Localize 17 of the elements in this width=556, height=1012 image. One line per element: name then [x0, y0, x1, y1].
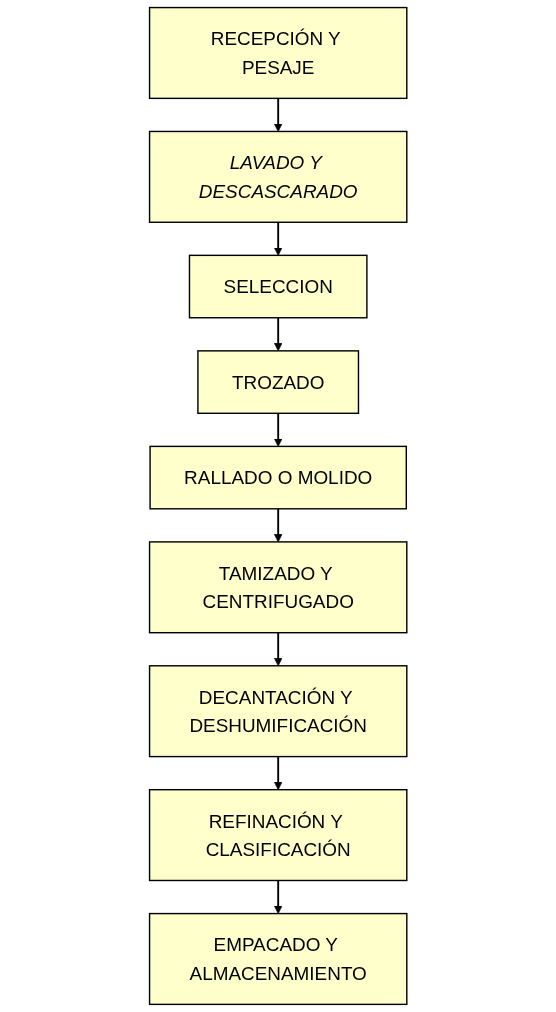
node-box: RECEPCIÓN Y PESAJE [148, 6, 408, 100]
arrow [273, 97, 283, 132]
node-box: DECANTACIÓN Y DESHUMIFICACIÓN [148, 665, 408, 758]
node-box: SELECCION [188, 254, 368, 319]
arrow [273, 221, 283, 256]
node-box: REFINACIÓN Y CLASIFICACIÓN [148, 789, 408, 882]
arrow [273, 755, 283, 791]
node-box: EMPACADO Y ALMACENAMIENTO [148, 912, 408, 1006]
node-box: RALLADO O MOLIDO [149, 445, 407, 510]
arrow [273, 631, 283, 667]
arrow [273, 412, 283, 447]
arrow [273, 507, 283, 543]
arrow [273, 316, 283, 352]
node-box: TROZADO [197, 350, 359, 415]
arrow [273, 879, 283, 914]
node-box: TAMIZADO Y CENTRIFUGADO [148, 541, 408, 634]
node-box: LAVADO Y DESCASCARADO [148, 130, 408, 223]
